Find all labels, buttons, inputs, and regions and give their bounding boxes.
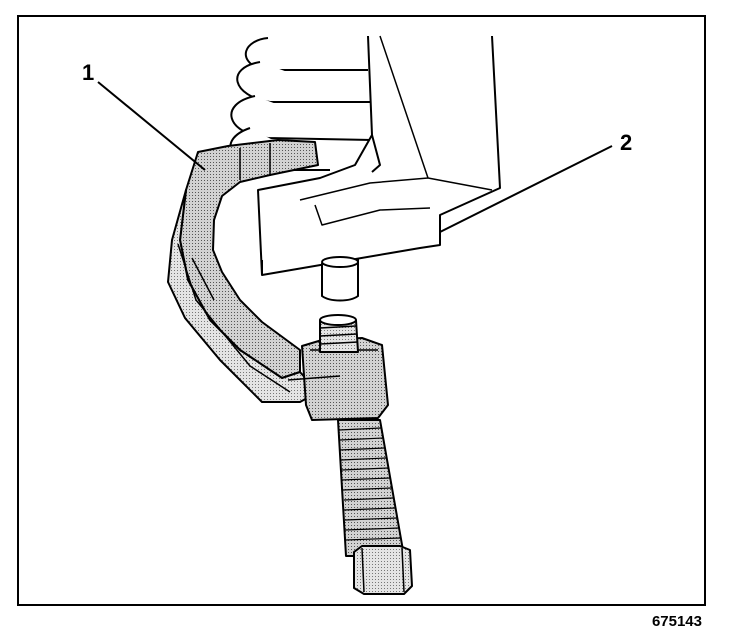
callout-1-leader	[97, 81, 206, 171]
ball-joint-separator-tool	[167, 139, 413, 595]
figure-border	[17, 15, 706, 606]
figure-id: 675143	[652, 613, 702, 630]
callout-1-label: 1	[82, 60, 94, 85]
steering-knuckle	[257, 35, 501, 276]
callout-2-leader	[439, 145, 613, 233]
callout-2-label: 2	[620, 130, 632, 155]
ball-joint-stud	[321, 256, 359, 302]
